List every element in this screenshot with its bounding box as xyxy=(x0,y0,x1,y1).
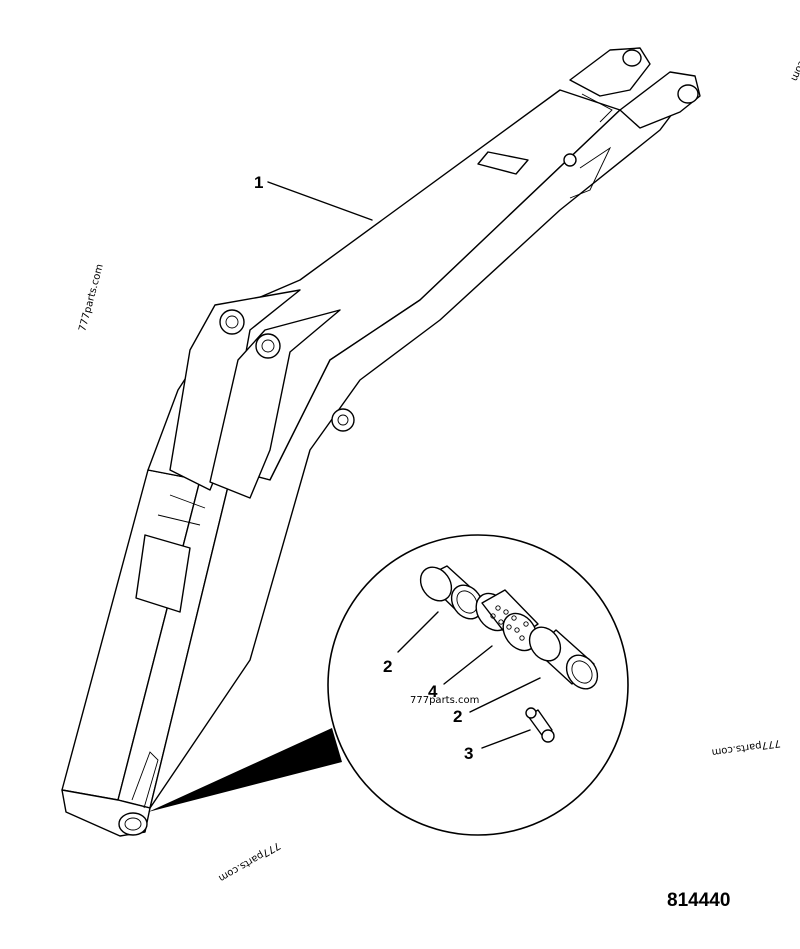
leader-2b xyxy=(469,677,541,713)
detail-circle xyxy=(327,534,629,836)
foot-pin-hole xyxy=(124,817,142,831)
leader-4 xyxy=(443,645,493,685)
fork-right-pin-hole xyxy=(677,84,699,104)
watermark-top-right: com xyxy=(788,59,800,83)
top-bracket xyxy=(569,146,612,199)
detail-view xyxy=(148,534,629,836)
callout-3: 3 xyxy=(464,744,473,763)
bushing-upper xyxy=(419,565,484,620)
leader-1 xyxy=(267,181,373,221)
middle-pin-hole xyxy=(337,414,349,426)
boom-drawing xyxy=(61,47,701,837)
right-bracket-plate xyxy=(209,309,341,499)
fork-web xyxy=(581,93,613,123)
middle-pin-boss xyxy=(331,408,355,432)
leader-3 xyxy=(481,729,531,749)
weld-line xyxy=(169,494,206,509)
drawing-number: 814440 xyxy=(667,890,730,911)
top-plate xyxy=(477,151,529,175)
callout-2a: 2 xyxy=(383,657,392,676)
grease-nipple xyxy=(525,707,555,743)
weld-line-2 xyxy=(157,514,201,526)
detail-pointer xyxy=(148,728,342,812)
right-bracket-pin-hole xyxy=(261,339,275,353)
mounting-pad xyxy=(135,534,191,613)
bushing-lower xyxy=(528,626,599,690)
left-bracket-pin-hole xyxy=(225,315,239,329)
watermark-left: 777parts.com xyxy=(77,263,106,333)
fork-left-pin-hole xyxy=(622,49,642,67)
foot-pin-boss xyxy=(118,812,148,836)
watermark-right: 777parts.com xyxy=(711,737,781,758)
boom-upper-side-face xyxy=(149,89,691,809)
foot-slot xyxy=(131,751,159,809)
leader-2a xyxy=(397,611,439,653)
callout-4: 4 xyxy=(428,682,438,701)
callout-2b: 2 xyxy=(453,707,462,726)
right-bracket-pin xyxy=(255,333,281,359)
bearing xyxy=(475,589,539,652)
watermark-bottom: 777parts.com xyxy=(216,839,282,883)
top-boss xyxy=(563,153,577,167)
callout-1: 1 xyxy=(254,173,263,192)
watermark-detail: 777parts.com xyxy=(410,695,479,706)
fork-right-lug xyxy=(619,71,701,129)
left-bracket-pin xyxy=(219,309,245,335)
